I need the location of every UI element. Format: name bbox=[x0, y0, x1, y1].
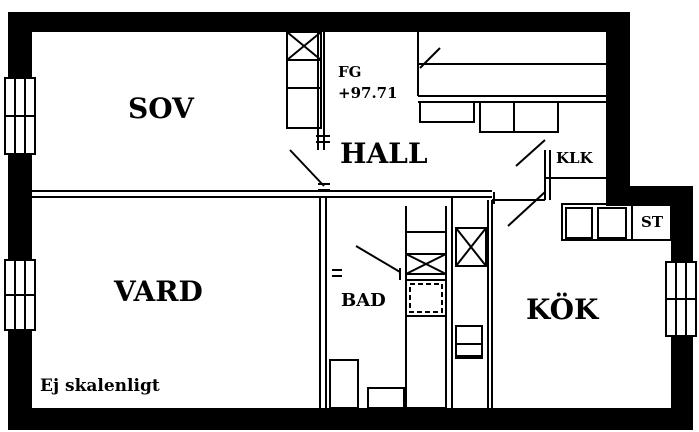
kitchen-counter bbox=[417, 32, 606, 133]
bathroom-fixtures bbox=[329, 206, 487, 409]
window-vard bbox=[4, 259, 36, 331]
window-sov bbox=[4, 77, 36, 155]
room-label-vard: VARD bbox=[113, 275, 203, 308]
fg-value: +97.71 bbox=[338, 84, 398, 102]
kitchen-appliances bbox=[561, 203, 672, 241]
scale-note: Ej skalenligt bbox=[40, 376, 160, 396]
room-label-sov: SOV bbox=[128, 92, 195, 125]
window-kok bbox=[665, 261, 697, 337]
fg-label: FG bbox=[338, 63, 361, 81]
room-label-hall: HALL bbox=[340, 137, 428, 170]
room-label-kok: KÖK bbox=[526, 292, 600, 326]
room-label-klk: KLK bbox=[556, 149, 594, 167]
room-label-bad: BAD bbox=[341, 290, 386, 311]
doors bbox=[289, 135, 546, 280]
room-label-st: ST bbox=[641, 213, 664, 231]
wardrobe-units bbox=[286, 31, 322, 129]
